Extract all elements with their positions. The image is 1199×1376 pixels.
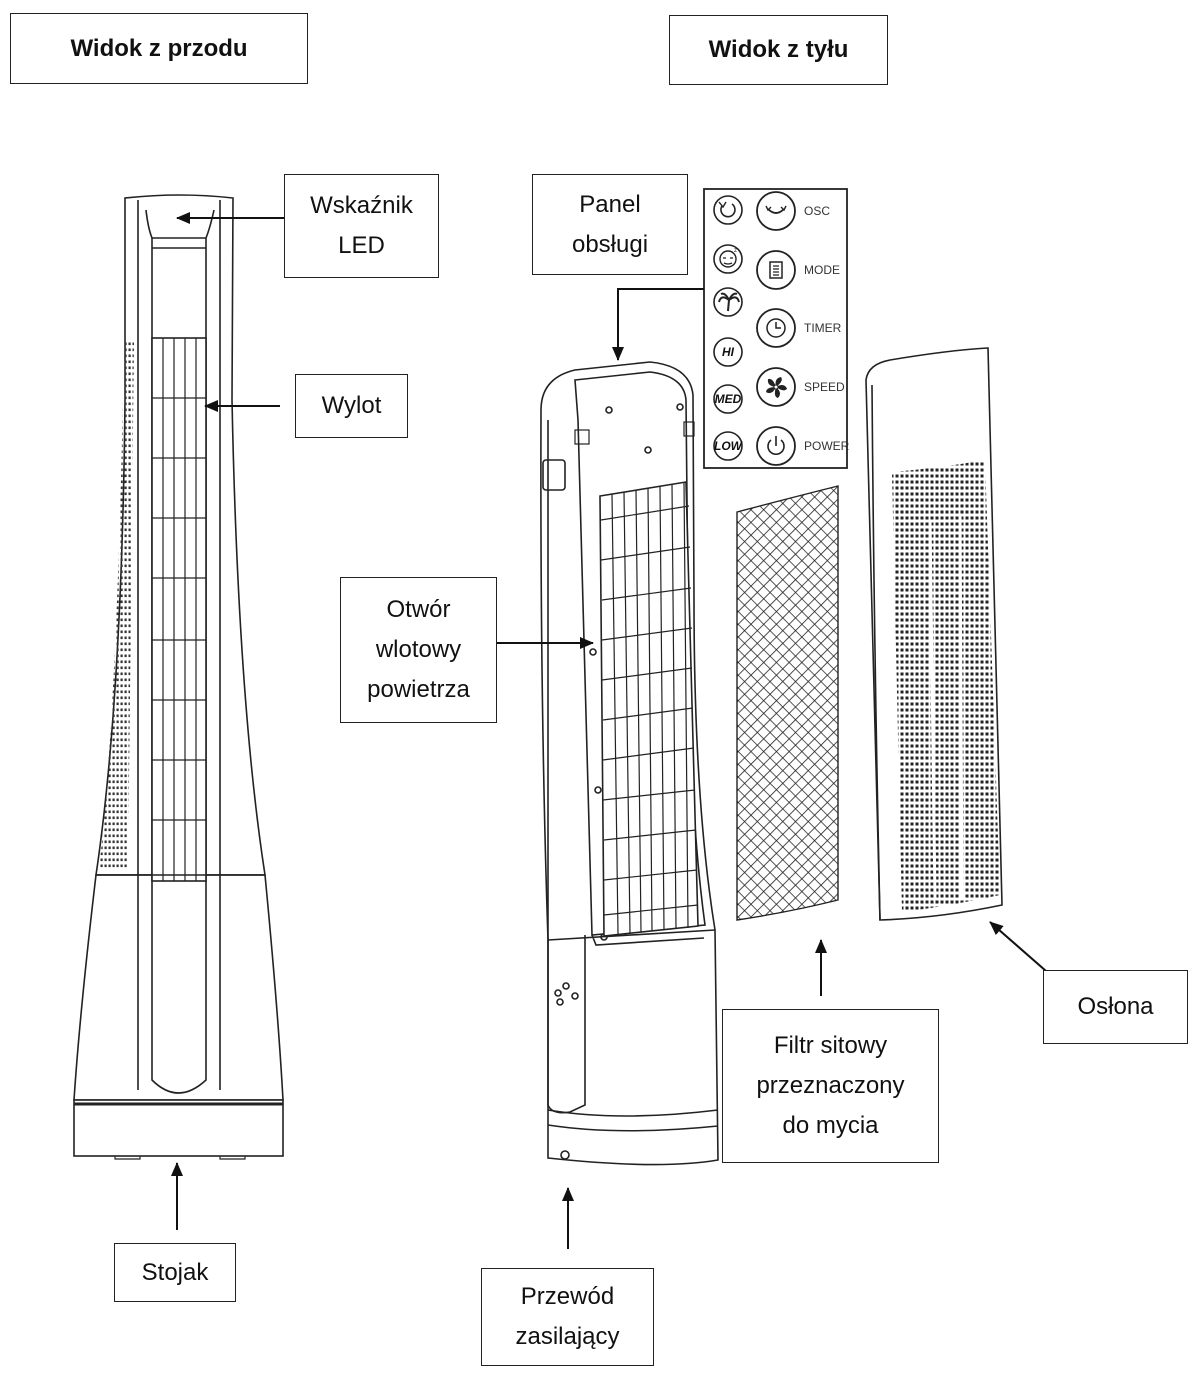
- panel-button-mode: MODE: [756, 250, 840, 290]
- back-view-body: [540, 361, 719, 1166]
- callout-cover: Osłona: [1043, 970, 1188, 1044]
- panel-label-timer: TIMER: [804, 321, 842, 335]
- arrows: [171, 212, 1047, 1249]
- arrow-cover: [989, 921, 1047, 972]
- arrow-panel: [612, 288, 704, 361]
- control-panel: zHI MED LOW OSC MODE TIMER SPEED POWER: [703, 188, 850, 469]
- inlet-label-line2: wlotowy: [375, 636, 462, 663]
- panel-label-line1: Panel: [579, 190, 641, 218]
- sleep-face-icon: z: [719, 248, 737, 268]
- panel-button-speed: SPEED: [756, 367, 845, 407]
- inlet-label-line3: powietrza: [367, 676, 470, 703]
- inlet-label-line1: Otwór: [386, 596, 451, 623]
- mesh-filter: [736, 485, 839, 921]
- panel-button-low-speed: LOW: [713, 431, 744, 461]
- panel-label-line2: obsługi: [571, 230, 649, 258]
- rotate-icon: [718, 201, 736, 218]
- outlet-label: Wylot: [321, 392, 382, 419]
- palm-tree-icon: [718, 292, 740, 312]
- filter-label-line3: do mycia: [782, 1112, 879, 1139]
- panel-label-mode: MODE: [804, 263, 840, 277]
- led-label-line1: Wskaźnik: [310, 192, 413, 219]
- panel-label-osc: OSC: [804, 204, 830, 218]
- callout-outlet: Wylot: [295, 374, 408, 438]
- oscillate-icon: [765, 205, 787, 214]
- panel-button-rotate-icon: [713, 195, 743, 225]
- clock-icon: [766, 318, 786, 338]
- power-icon: [767, 436, 785, 455]
- led-label-line2: LED: [338, 232, 385, 259]
- back-view-title: Widok z tyłu: [708, 36, 849, 63]
- panel-button-timer: TIMER: [756, 308, 842, 348]
- callout-panel: Panel obsługi: [532, 174, 688, 275]
- callout-filter: Filtr sitowy przeznaczony do mycia: [722, 1009, 939, 1163]
- cable-label-line1: Przewód: [520, 1283, 615, 1310]
- speed-text: MED: [715, 392, 742, 406]
- cable-label-line2: zasilający: [515, 1323, 620, 1350]
- panel-button-hi-speed: HI: [713, 337, 743, 367]
- mode-list-icon: [769, 261, 783, 279]
- panel-button-power: POWER: [756, 426, 850, 466]
- filter-label-line1: Filtr sitowy: [773, 1032, 888, 1059]
- panel-button-osc: OSC: [756, 191, 830, 231]
- front-view-tower: [73, 194, 284, 1160]
- fan-icon: [766, 377, 788, 399]
- stand-label: Stojak: [141, 1258, 209, 1286]
- callout-inlet: Otwór wlotowy powietrza: [340, 577, 497, 723]
- panel-button-palm-tree-icon: [713, 287, 743, 317]
- panel-button-sleep-face-icon: z: [713, 244, 743, 274]
- panel-button-med-speed: MED: [713, 384, 743, 414]
- callout-cable: Przewód zasilający: [481, 1268, 654, 1366]
- speed-text: LOW: [714, 439, 744, 453]
- callout-stand: Stojak: [114, 1243, 236, 1302]
- speed-text: HI: [722, 345, 735, 359]
- front-view-title: Widok z przodu: [70, 34, 248, 62]
- panel-label-speed: SPEED: [804, 380, 845, 394]
- panel-label-power: POWER: [804, 439, 850, 453]
- filter-label-line2: przeznaczony: [756, 1072, 905, 1099]
- svg-text:z: z: [734, 248, 737, 254]
- front-view-header: Widok z przodu: [10, 13, 308, 84]
- cover-label: Osłona: [1077, 993, 1154, 1020]
- back-view-header: Widok z tyłu: [669, 15, 888, 85]
- back-cover: [865, 347, 1003, 921]
